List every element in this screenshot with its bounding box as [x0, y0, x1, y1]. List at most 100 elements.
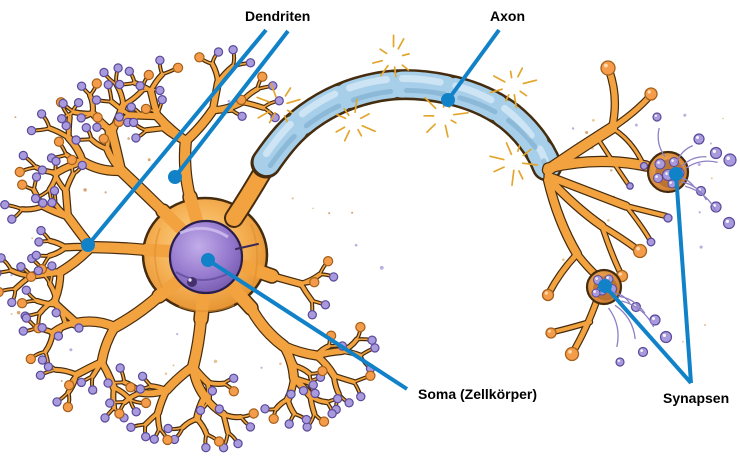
terminal-branch	[610, 126, 645, 166]
dendrite-knob	[233, 438, 243, 449]
dendrite-knob	[98, 133, 110, 144]
label-synapses: Synapsen	[663, 390, 730, 406]
vesicle-tail	[621, 300, 655, 328]
dendrite-knob	[21, 285, 31, 295]
starburst-ray	[270, 83, 277, 98]
speck	[379, 265, 384, 270]
dendrite-branch	[138, 112, 160, 119]
vesicle-tail	[612, 291, 631, 304]
dendrite-branch	[314, 344, 331, 358]
dendrite-knob	[53, 136, 65, 147]
dendrite-branch	[43, 330, 55, 354]
starburst-ray	[492, 75, 506, 83]
dendrite-knob	[257, 71, 268, 82]
released-vesicle	[693, 133, 705, 145]
speck	[699, 245, 703, 249]
dendrite-branch	[246, 303, 289, 351]
speck	[213, 359, 218, 364]
speck	[279, 362, 282, 366]
dendrite-knob	[140, 103, 152, 115]
dendrite-knob	[333, 394, 343, 404]
starburst-ray	[401, 52, 410, 57]
dendrite-branch	[104, 145, 125, 174]
speck	[164, 372, 168, 375]
vesicle-highlight	[655, 175, 658, 178]
dendrite-knob	[308, 380, 318, 390]
dendrite-knob	[61, 120, 71, 131]
dendrite-knob	[105, 398, 115, 408]
synapses-pointer-line-1	[674, 173, 693, 384]
dendrite-knob	[365, 370, 376, 381]
terminal-knob	[626, 182, 634, 190]
dendrite-tip-knobs	[0, 45, 380, 453]
speck	[562, 258, 565, 262]
vesicle-highlight	[696, 136, 699, 139]
dendrite-knob	[143, 69, 154, 81]
dendrite-knob	[18, 150, 28, 161]
starburst-ray	[505, 142, 513, 156]
dendrite-knob	[62, 401, 74, 413]
terminal-branch	[546, 251, 580, 296]
starburst-ray	[493, 166, 505, 173]
speck	[60, 380, 63, 382]
label-dendrites: Dendriten	[245, 8, 311, 24]
dendrite-knob	[310, 388, 320, 399]
myelin-stroke	[265, 88, 552, 175]
dendrite-branch	[109, 291, 164, 333]
dendrite-branch	[299, 282, 314, 303]
dendrite-branch	[205, 380, 226, 386]
released-vesicle	[709, 146, 723, 160]
vesicle-highlight	[606, 276, 609, 279]
starburst-ray	[522, 148, 532, 157]
dendrite-knob	[163, 423, 173, 434]
label-axon: Axon	[490, 8, 525, 24]
pointer-dot	[81, 238, 95, 252]
dendrite-knob	[213, 436, 225, 447]
dendrite-knob	[126, 102, 137, 112]
starburst-ray	[393, 66, 397, 78]
dendrite-knob	[87, 385, 98, 395]
vesicle-tail	[614, 304, 636, 340]
dendrite-branch	[97, 323, 119, 366]
axon-terminals	[541, 60, 737, 367]
starburst-ray	[504, 94, 510, 102]
dendrite-branch	[88, 93, 95, 116]
dendrite-knob	[274, 96, 284, 106]
nucleus-shade-line	[175, 271, 228, 281]
starburst-ray	[335, 113, 347, 120]
dendrite-branch	[64, 172, 75, 194]
speck	[176, 333, 179, 336]
dendrite-knob	[207, 386, 218, 396]
vesicle-tail	[676, 144, 694, 164]
vesicle-tail	[607, 307, 619, 348]
starburst-ray	[256, 96, 270, 103]
dendrite-branch	[149, 384, 169, 392]
soma-texture-line	[154, 227, 163, 289]
dendrite-branch	[0, 269, 13, 274]
vesicle-tail	[680, 156, 707, 168]
starburst-ray	[335, 126, 346, 133]
dendrite-knob	[26, 125, 37, 136]
speck	[722, 117, 724, 120]
dendrite-knob	[115, 363, 125, 373]
terminal-branch	[543, 157, 651, 173]
dendrite-knob	[51, 308, 61, 318]
dendrite-knob	[113, 63, 123, 73]
nucleolus	[187, 277, 197, 287]
dendrite-knob	[128, 117, 139, 128]
starburst-ray	[444, 124, 449, 138]
dendrite-knob	[320, 300, 331, 310]
dendrite-knob	[0, 269, 2, 277]
dendrite-branch	[65, 135, 86, 165]
dendrite-branch	[188, 314, 206, 372]
dendrite-branch	[116, 165, 168, 216]
dendrite-knob	[245, 58, 256, 68]
dendrite-branch	[48, 282, 59, 307]
dendrite-knob	[344, 398, 354, 408]
speck	[31, 237, 34, 240]
pointer-annotations	[81, 28, 693, 391]
speck	[351, 211, 354, 214]
dendrite-knob	[37, 355, 48, 365]
